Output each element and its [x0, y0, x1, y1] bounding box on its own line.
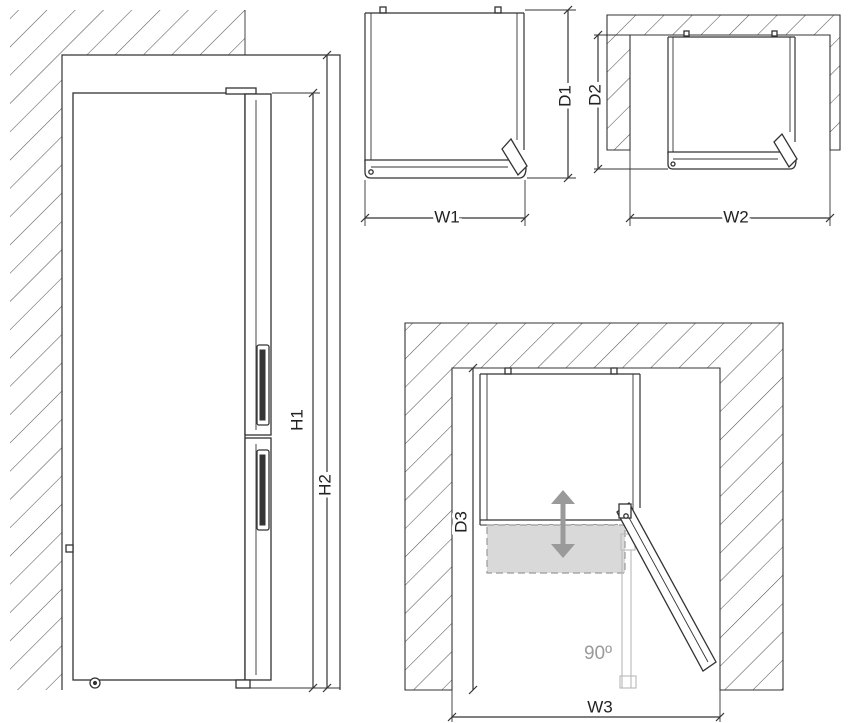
d1-top-tick: [563, 5, 573, 15]
d3-bottom-tick: [468, 685, 478, 695]
d3-dimension: D3: [448, 363, 478, 695]
d1-label: D1: [555, 85, 574, 107]
w2-dimension: W2: [625, 150, 835, 229]
h1-dimension: H1: [272, 88, 320, 693]
fridge-door: [364, 159, 527, 179]
door-swing-guide: [619, 533, 637, 689]
door-edge-lip: [773, 132, 798, 169]
h2-label: H2: [315, 474, 334, 496]
w2-label: W2: [723, 207, 749, 226]
w1-dimension: W1: [360, 180, 530, 229]
hinge-tab-left: [504, 367, 512, 375]
d2-label: D2: [585, 84, 604, 106]
d2-top-tick: [593, 30, 603, 40]
fridge-body: [72, 92, 246, 681]
niche-wall-hatch: [404, 322, 784, 691]
w3-right-tick: [715, 712, 725, 722]
door-hinge-pin: [368, 169, 374, 175]
open-door-hinge-pin: [623, 513, 629, 519]
niche-wall-hatch: [606, 14, 841, 151]
hinge-tab-right: [610, 367, 618, 375]
w1-right-tick: [520, 213, 530, 223]
w1-left-tick: [360, 213, 370, 223]
d2-bottom-tick: [593, 164, 603, 174]
hinge-tab-right: [494, 6, 502, 14]
niche-outline: [61, 54, 341, 690]
h2-top-tick: [322, 50, 332, 60]
h2-bottom-tick: [322, 683, 332, 693]
top-hinge: [225, 87, 257, 95]
rear-wheel-hub: [92, 680, 98, 686]
fridge-door: [667, 151, 797, 170]
top-view-freestanding-panel: D1 W1: [360, 5, 577, 229]
door-hinge-pin: [670, 161, 676, 167]
w3-label: W3: [587, 697, 613, 716]
d3-top-tick: [468, 363, 478, 373]
upper-door-handle-grip: [259, 349, 266, 421]
w3-left-tick: [447, 712, 457, 722]
top-view-niche-panel: D2 W2: [582, 14, 841, 229]
h1-bottom-tick: [308, 683, 318, 693]
arrow-up-head: [551, 490, 575, 504]
w1-label: W1: [434, 207, 460, 226]
hinge-tab-left: [683, 30, 690, 37]
front-foot: [235, 679, 251, 689]
h1-label: H1: [287, 409, 306, 431]
w2-right-tick: [825, 213, 835, 223]
drawer-pull-double-arrow: [551, 490, 575, 558]
h2-dimension: H2: [312, 50, 337, 693]
h1-top-tick: [308, 88, 318, 98]
open-door-inner-line: [626, 513, 709, 663]
d3-label: D3: [451, 511, 470, 533]
door-angle-label: 90º: [584, 643, 612, 664]
w2-left-tick: [625, 213, 635, 223]
arrow-down-head: [551, 544, 575, 558]
wall-hatch: [10, 10, 245, 690]
lower-door-handle-grip: [259, 454, 266, 526]
w3-dimension: W3: [447, 690, 725, 722]
door-opening-panel: 90º D3 W3: [404, 322, 784, 722]
side-clip: [65, 544, 74, 553]
d1-bottom-tick: [563, 173, 573, 183]
hinge-tab-left: [379, 6, 387, 14]
hinge-tab-right: [771, 30, 778, 37]
door-edge-lip: [501, 137, 528, 177]
side-view-panel: H1 H2: [10, 10, 341, 693]
guide-end: [619, 675, 637, 689]
d1-dimension: D1: [525, 5, 577, 183]
d2-dimension: D2: [582, 30, 668, 174]
